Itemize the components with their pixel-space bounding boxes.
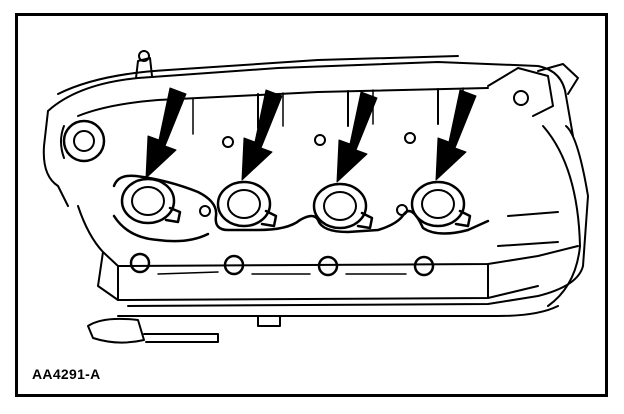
figure-id-label: AA4291-A [32, 366, 101, 382]
arrow-2 [241, 89, 283, 181]
arrow-3 [336, 91, 378, 183]
side-casing [497, 125, 581, 307]
engine-diagram [42, 50, 589, 344]
ignition-coil-4 [410, 180, 472, 228]
ignition-coil-3 [312, 182, 374, 230]
ignition-coil-2 [216, 180, 278, 228]
coil-row [112, 174, 490, 243]
valve-cover [42, 50, 579, 207]
figure-frame: AA4291-A [15, 13, 608, 397]
arrow-1 [145, 87, 187, 179]
ignition-coil-1 [120, 177, 182, 225]
front-cover-boss [60, 119, 106, 163]
arrow-4 [435, 89, 477, 181]
callout-arrows [145, 87, 477, 183]
cylinder-head [77, 125, 589, 344]
